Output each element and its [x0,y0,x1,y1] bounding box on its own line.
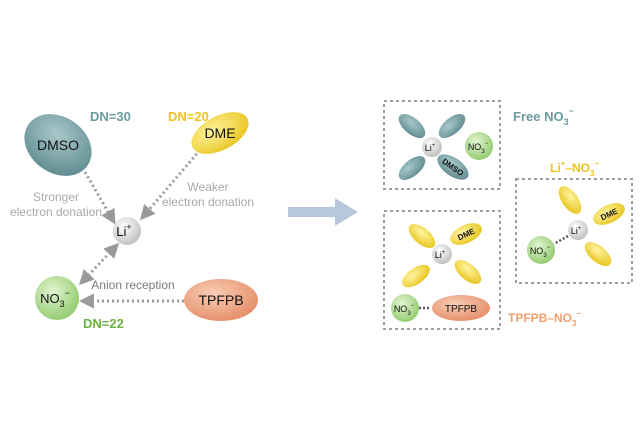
tpfpb-small-label: TPFPB [445,304,478,315]
no3-ion-label: NO3− [40,288,70,309]
no3-small [465,132,493,160]
li-small [422,137,442,157]
li-no3-bond [553,234,569,246]
li-small [432,244,452,264]
tpfpb-no3-title: TPFPB–NO3− [508,309,581,328]
li-no3-cluster: DME Li+ NO3− [527,186,625,266]
no3-small-label: NO3− [394,303,415,317]
dn-dmso-label: DN=30 [90,109,131,124]
stronger-donation-line1: Stronger [33,190,79,204]
free-no3-title: Free NO3− [513,106,574,127]
free-no3-cluster: DMSO Li+ NO3− [398,114,493,180]
li-no3-double-arrow [78,242,120,286]
tpfpb-label: TPFPB [198,292,243,308]
no3-small-label: NO3− [468,141,489,155]
left-panel: DMSO DN=30 DME DN=20 Li+ NO3− DN=22 TPFP… [10,109,258,331]
li-ion-label: Li+ [116,222,131,239]
right-panel: DMSO Li+ NO3− Free NO3− Li+–NO3− DME Li+… [383,100,633,330]
tpfpb-no3-cluster: DME Li+ NO3− TPFPB [391,223,490,322]
transition-arrow [288,198,358,226]
anion-reception-label: Anion reception [91,278,174,292]
li-small [568,220,588,240]
tpfpb-small-ellipse [432,295,490,321]
stronger-donation-line2: electron donation [10,205,102,219]
tpfpb-ellipse [184,279,258,321]
dmso-ellipse [24,114,92,176]
dn-no3-label: DN=22 [83,316,124,331]
dmso-small-ellipse [398,114,426,138]
no3-small [391,294,419,322]
dmso-small-ellipse [398,156,426,180]
li-small-label: Li+ [571,226,582,236]
weaker-donation-line1: Weaker [187,180,228,194]
weaker-donation-line2: electron donation [162,195,254,209]
li-small-label: Li+ [425,143,436,153]
li-no3-box [515,178,633,284]
no3-small [527,236,555,264]
dme-small-ellipse [584,242,612,266]
li-no3-title: Li+–NO3− [550,159,599,178]
dme-ellipse [191,112,249,154]
dme-small-ellipse [593,203,625,225]
dme-label: DME [204,125,235,141]
dme-small-ellipse [408,224,436,248]
dme-small-ellipse [402,264,430,288]
dmso-small-ellipse [438,114,466,138]
dmso-label: DMSO [37,137,79,153]
no3-small-label: NO3− [530,245,551,259]
no3-ion [35,276,79,320]
dme-small-ellipse [558,186,582,214]
tpfpb-no3-box [383,210,501,330]
li-ion [113,217,141,245]
dn-dme-label: DN=20 [168,109,209,124]
dme-small-ellipse [454,260,482,284]
dmso-small-ellipse [437,154,469,180]
dme-small-ellipse [450,223,482,245]
li-small-label: Li+ [435,250,446,260]
